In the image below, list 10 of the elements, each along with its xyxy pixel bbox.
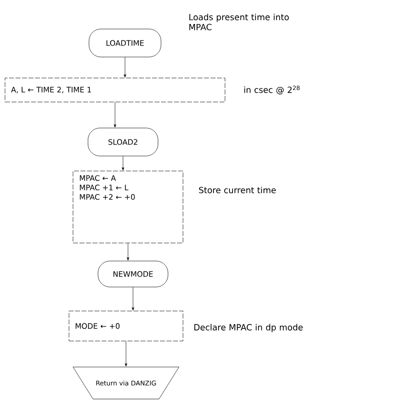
- arrow: [126, 243, 130, 260]
- arrow: [114, 102, 116, 128]
- arrow: [122, 156, 124, 170]
- annotation-text: Loads present time into MPAC: [189, 14, 289, 30]
- annotation-text: Declare MPAC in dp mode: [194, 324, 303, 332]
- arrow: [132, 287, 134, 310]
- annotation-text: Store current time: [199, 186, 276, 194]
- arrow: [124, 57, 126, 78]
- arrow: [124, 341, 128, 366]
- annotation-text: in csec @ 2$^{28}$: [244, 86, 300, 94]
